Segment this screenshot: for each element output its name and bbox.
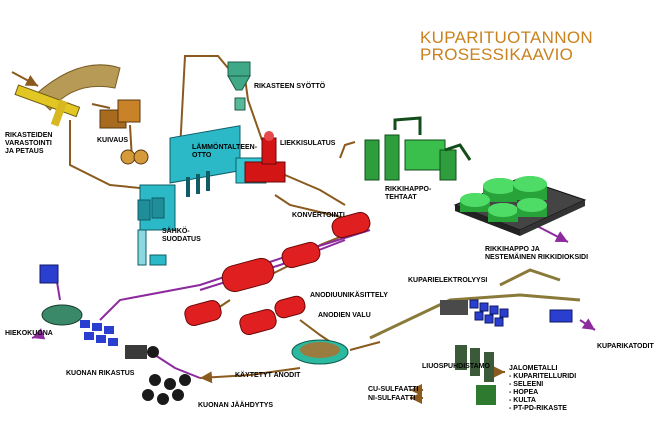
dryer-unit (99, 99, 149, 165)
flow-up-to-feed (179, 55, 229, 151)
electrolysis-hall (369, 268, 581, 340)
flow-to-dryer (91, 103, 111, 109)
electrostatic-precipitator (137, 197, 165, 221)
label-konvertointi: KONVERTOINTI (292, 212, 345, 219)
label-hiekokuona: HIEKOKUONA (5, 330, 53, 337)
flow-anode-to-elect (349, 341, 381, 351)
flow-acid-out (534, 224, 569, 243)
slag-flows (31, 224, 596, 379)
flow-used-anodes (199, 367, 301, 384)
converters (221, 211, 371, 293)
label-jalometalli: JALOMETALLI - KUPARITELLURIDI - SELEENI … (509, 365, 577, 412)
flow-feed-in (11, 71, 39, 87)
diagram-title-line2: PROSESSIKAAVIO (420, 45, 574, 64)
slag-concentration (39, 264, 159, 359)
flow-brown-mid (274, 194, 346, 219)
flow-katodi (579, 318, 596, 331)
flow-storage-down (69, 120, 141, 189)
diagram-title-line1: KUPARITUOTANNON (420, 28, 593, 47)
label-kaytetyt-anodit: KÄYTETYT ANODIT (235, 372, 301, 379)
flow-slag-to-cooling (154, 354, 201, 379)
label-sahkosuodatus: SÄHKÖ- SUODATUS (162, 228, 201, 243)
sulfuric-acid-plant (364, 116, 472, 181)
flow-feed-to-flash (244, 77, 263, 141)
solution-purification (455, 345, 496, 405)
flow-to-acid (339, 141, 356, 159)
concentrate-feed (227, 61, 251, 111)
label-kuparikatodit: KUPARIKATODIT (597, 343, 654, 350)
label-kuivaus: KUIVAUS (97, 137, 128, 144)
label-kuonan-jaahdytys: KUONAN JÄÄHDYTYS (198, 402, 274, 409)
label-liekkisulatus: LIEKKISULATUS (280, 140, 336, 147)
label-rikkihappo-ja: RIKKIHAPPO JA NESTEMÄINEN RIKKIDIOKSIDI (485, 246, 589, 261)
label-rikkihappotehtaat: RIKKIHAPPO- TEHTAAT (385, 186, 432, 201)
flow-slag-hieko (31, 328, 46, 340)
label-lammontalteenotto: LÄMMÖNTALTEEN- OTTO (192, 144, 258, 159)
label-ni-sulfaatti: NI-SULFAATTI (368, 395, 416, 402)
label-liuospuhdistamo: LIUOSPUHDISTAMO (422, 363, 490, 370)
slag-cooling-pots (142, 374, 191, 405)
label-kuonan-rikastus: KUONAN RIKASTUS (66, 370, 135, 377)
label-cu-sulfaatti: CU-SULFAATTI (368, 386, 419, 393)
label-rikasteiden-varastointi: RIKASTEIDEN VARASTOINTI JA PETAUS (5, 132, 53, 155)
acid-storage-tanks (453, 176, 587, 236)
material-flows (11, 55, 505, 404)
label-anodien-valu: ANODIEN VALU (318, 312, 371, 319)
storage-pile (14, 64, 121, 127)
flash-smelting-furnace (244, 131, 286, 183)
label-rikasteen-syotto: RIKASTEEN SYÖTTÖ (254, 83, 326, 90)
flow-flash-to-converters (284, 174, 346, 206)
flow-slag-main (99, 229, 371, 321)
anode-furnaces (184, 295, 306, 336)
anode-casting-wheel (291, 339, 349, 365)
label-kuparielektrolyysi: KUPARIELEKTROLYYSI (408, 277, 488, 284)
label-anodiuunikasittely: ANODIUUNIKÄSITTELY (310, 292, 388, 299)
